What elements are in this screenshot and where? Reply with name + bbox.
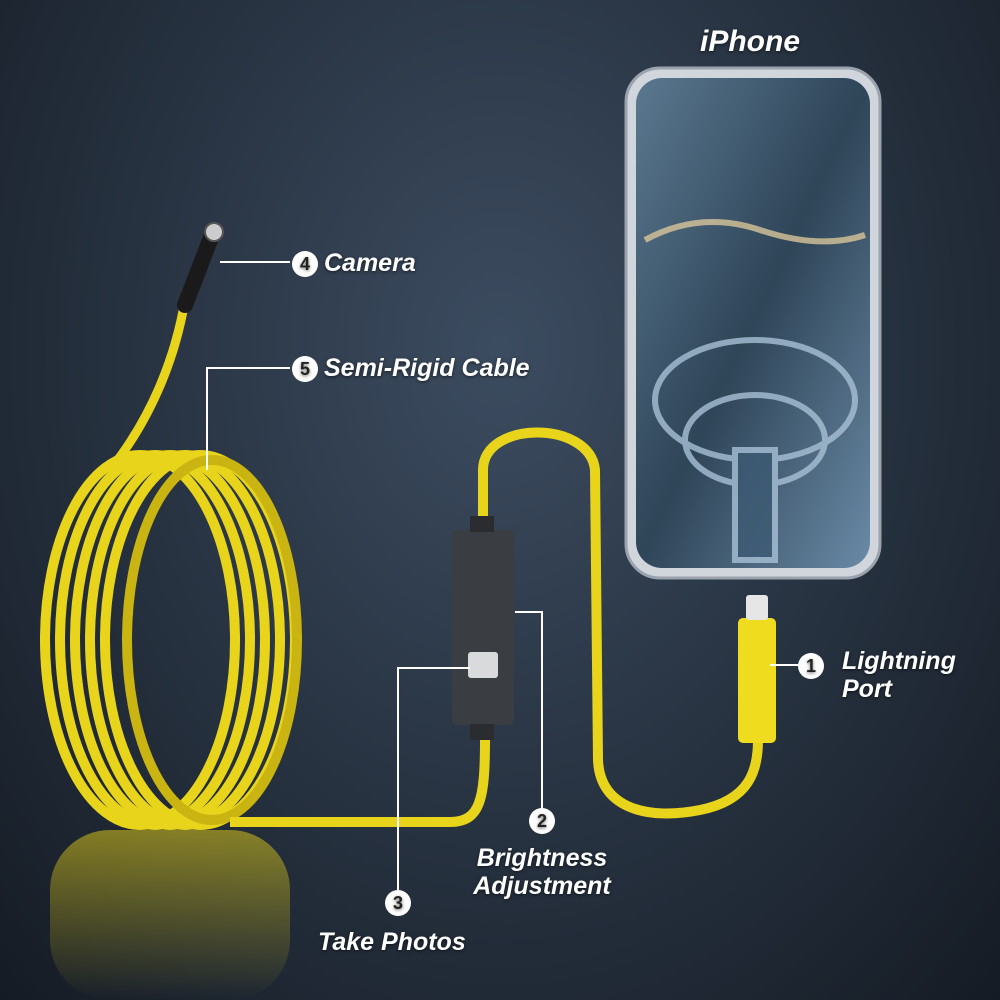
lightning-plug-body bbox=[738, 618, 776, 743]
lightning-connector bbox=[746, 595, 768, 620]
callout-label-line1: Brightness bbox=[476, 844, 608, 872]
coiled-cable bbox=[40, 450, 302, 830]
title-iphone: iPhone bbox=[700, 25, 801, 58]
callout-label: Take Photos bbox=[318, 928, 466, 956]
callout-lines bbox=[206, 261, 798, 890]
callout-take-photos: 3 Take Photos bbox=[318, 890, 488, 956]
callout-number: 2 bbox=[529, 808, 555, 834]
camera-lens bbox=[204, 222, 224, 242]
callout-number: 3 bbox=[385, 890, 411, 916]
gear-image bbox=[643, 219, 866, 563]
camera-probe bbox=[177, 227, 220, 313]
cable-to-camera bbox=[106, 299, 190, 473]
callout-label-line2: Adjustment bbox=[473, 872, 611, 900]
callout-brightness: 2 Brightness Adjustment bbox=[462, 808, 622, 900]
callout-lightning-port: 1 Lightning Port bbox=[798, 647, 956, 703]
callout-number: 1 bbox=[798, 653, 824, 679]
callout-label-line1: Lightning bbox=[842, 647, 956, 675]
callout-label: Camera bbox=[324, 249, 416, 277]
cable-loop bbox=[478, 427, 763, 819]
callout-number: 5 bbox=[292, 356, 318, 383]
take-photo-button bbox=[468, 652, 498, 678]
callout-label: Semi-Rigid Cable bbox=[324, 354, 530, 382]
callout-number: 4 bbox=[292, 251, 318, 278]
controller-box bbox=[452, 530, 514, 725]
callout-label-line2: Port bbox=[842, 675, 892, 703]
cable-bottom bbox=[230, 739, 490, 827]
cable-reflection bbox=[50, 830, 290, 1000]
